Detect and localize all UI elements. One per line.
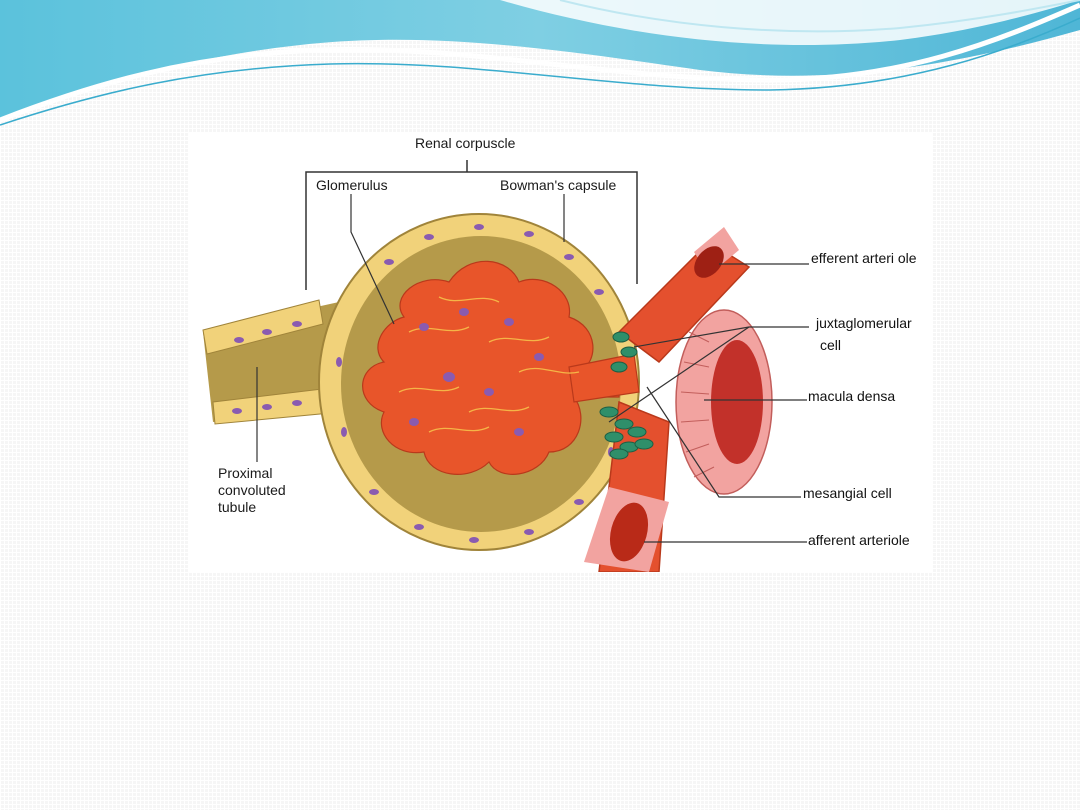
renal-corpuscle-label: Renal corpuscle	[415, 135, 516, 151]
renal-corpuscle-bracket	[305, 160, 638, 290]
bowmans-capsule-label: Bowman's capsule	[500, 177, 617, 193]
proximal-tubule-label-line1: Proximal	[218, 465, 273, 481]
juxtaglomerular-cells	[599, 331, 654, 460]
glomerulus-nuclei	[409, 308, 544, 436]
efferent-arteriole-label: efferent arteri ole	[811, 250, 917, 266]
glomerulus-texture	[398, 296, 580, 433]
mesangial-cell-label: mesangial cell	[803, 485, 892, 501]
macula-densa	[675, 309, 773, 495]
proximal-tubule-label-line3: tubule	[218, 499, 257, 515]
slide-header-wave	[0, 0, 1080, 126]
glomerulus-label: Glomerulus	[316, 177, 388, 193]
proximal-tubule-label-line2: convoluted	[218, 482, 286, 498]
macula-densa-label: macula densa	[808, 388, 896, 404]
afferent-arteriole-label: afferent arteriole	[808, 532, 910, 548]
renal-corpuscle-illustration	[202, 160, 809, 572]
leader-lines	[256, 194, 809, 543]
juxtaglomerular-cell-label-line2: cell	[820, 337, 842, 353]
renal-corpuscle-figure: Renal corpuscle Glomerulus Bowman's caps…	[189, 132, 932, 572]
juxtaglomerular-cell-label-line1: juxtaglomerular	[816, 315, 912, 331]
efferent-arteriole	[617, 227, 751, 364]
